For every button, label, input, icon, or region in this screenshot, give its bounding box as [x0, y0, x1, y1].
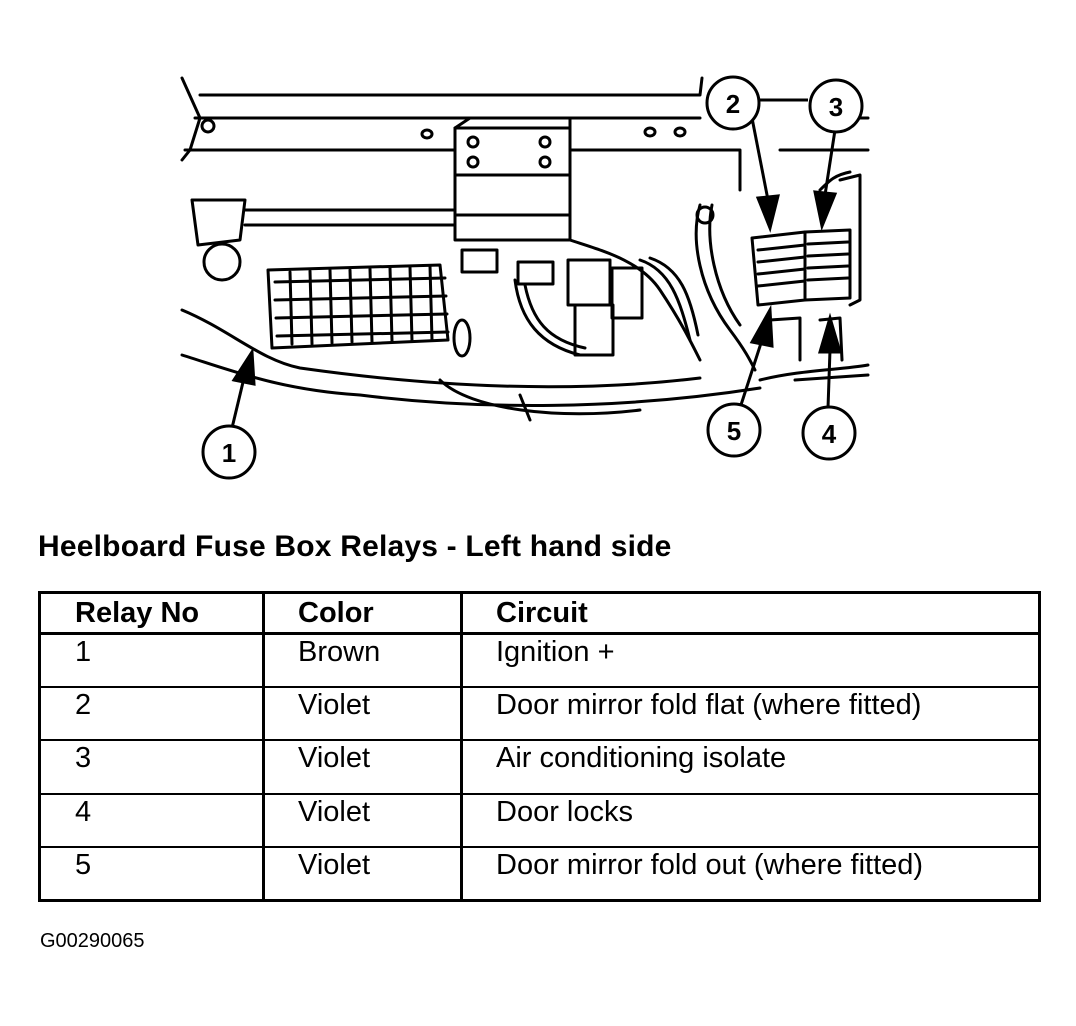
header-circuit: Circuit [460, 592, 1041, 635]
table-header-row: Relay No Color Circuit [38, 592, 1041, 635]
table-row: 3 Violet Air conditioning isolate [38, 740, 1041, 795]
section-title: Heelboard Fuse Box Relays - Left hand si… [38, 530, 672, 563]
callout-circle-4 [801, 405, 857, 461]
cell-circuit: Door mirror fold flat (where fitted) [460, 687, 1041, 742]
cell-circuit: Door mirror fold out (where fitted) [460, 846, 1041, 901]
cell-relay: 1 [38, 633, 265, 689]
cell-circuit: Ignition + [460, 633, 1041, 689]
reference-code: G00290065 [40, 930, 145, 952]
table-row: 1 Brown Ignition + [38, 633, 1041, 689]
cell-relay: 4 [38, 793, 265, 848]
table-row: 5 Violet Door mirror fold out (where fit… [38, 846, 1041, 901]
fuse-box-illustration: 2 3 5 4 1 [180, 75, 870, 480]
cell-color: Violet [262, 740, 463, 795]
callout-label-4: 4 [822, 419, 837, 449]
callout-circle-1 [201, 424, 257, 480]
callout-circle-2 [705, 75, 761, 131]
callout-circle-3 [808, 78, 864, 134]
cell-color: Violet [262, 687, 463, 742]
table-row: 2 Violet Door mirror fold flat (where fi… [38, 687, 1041, 742]
callout-label-5: 5 [727, 416, 741, 446]
cell-color: Brown [262, 633, 463, 689]
callout-circle-5 [706, 402, 762, 458]
cell-circuit: Air conditioning isolate [460, 740, 1041, 795]
header-color: Color [262, 592, 463, 635]
callout-label-2: 2 [726, 89, 740, 119]
cell-color: Violet [262, 793, 463, 848]
callout-label-1: 1 [222, 438, 236, 468]
callout-label-3: 3 [829, 92, 843, 122]
cell-relay: 5 [38, 846, 265, 901]
cell-color: Violet [262, 846, 463, 901]
cell-relay: 2 [38, 687, 265, 742]
callouts [201, 75, 864, 480]
cell-circuit: Door locks [460, 793, 1041, 848]
cell-relay: 3 [38, 740, 265, 795]
header-relay-no: Relay No [38, 592, 265, 635]
table-row: 4 Violet Door locks [38, 793, 1041, 848]
relay-table: Relay No Color Circuit 1 Brown Ignition … [38, 591, 1041, 902]
